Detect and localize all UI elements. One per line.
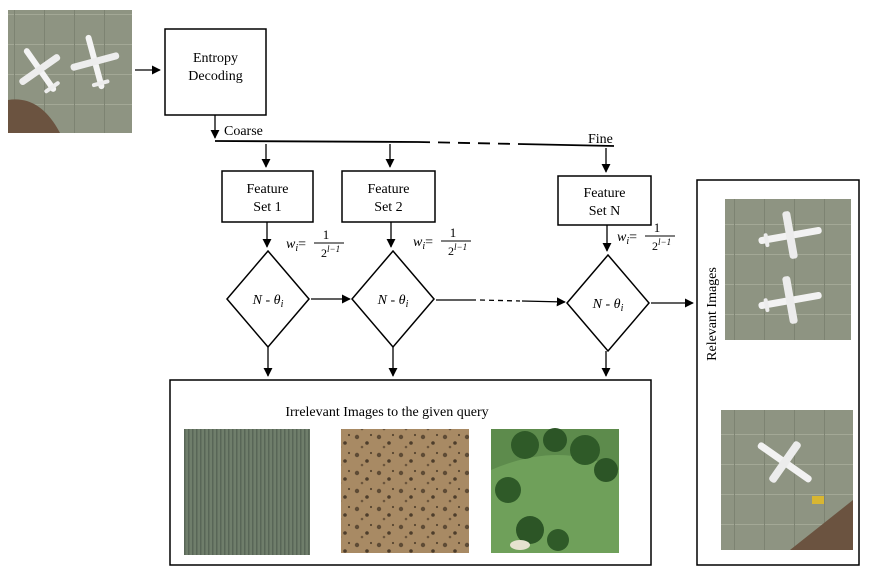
scale-bar-solid [214, 140, 419, 143]
crop-field-image [184, 429, 310, 555]
connector-dashed [479, 299, 521, 302]
feature-set-1-box: Feature Set 1 [221, 170, 314, 223]
feature-set-n-line2: Set N [589, 204, 621, 219]
weight-formula: wi= 1 2l−1 [413, 225, 471, 258]
irrelevant-title: Irrelevant Images to the given query [285, 405, 488, 420]
svg-text:1: 1 [654, 220, 661, 235]
svg-text:1: 1 [450, 225, 457, 240]
airport-image-1 [725, 199, 851, 340]
svg-text:N - θi: N - θi [252, 293, 284, 310]
entropy-decoding-box: Entropy Decoding [164, 28, 267, 116]
feature-set-1-line1: Feature [247, 182, 289, 197]
feature-set-1-line2: Set 1 [253, 200, 281, 215]
svg-text:2l−1: 2l−1 [652, 237, 671, 253]
svg-text:wi=: wi= [413, 235, 433, 252]
arrow [521, 297, 566, 307]
svg-text:N - θi: N - θi [377, 293, 409, 310]
airplane-icon [19, 48, 61, 94]
threshold-diamond-1: N - θi [226, 249, 310, 349]
feature-set-2-line2: Set 2 [374, 200, 402, 215]
irrelevant-images-panel: Irrelevant Images to the given query [169, 379, 652, 566]
desert-scrub-image [341, 429, 469, 553]
query-image [8, 10, 132, 133]
feature-set-2-box: Feature Set 2 [341, 170, 436, 223]
scale-bar-solid [517, 143, 615, 147]
decoder-line1: Entropy [193, 51, 238, 66]
threshold-diamond-n: N - θi [566, 253, 650, 353]
svg-text:2l−1: 2l−1 [448, 242, 467, 258]
feature-set-2-line1: Feature [368, 182, 410, 197]
feature-set-n-line1: Feature [584, 186, 626, 201]
svg-text:2l−1: 2l−1 [321, 244, 340, 260]
golf-course-image [491, 428, 619, 553]
decoder-line2: Decoding [188, 69, 242, 84]
svg-text:wi=: wi= [617, 230, 637, 247]
coarse-label: Coarse [224, 124, 263, 139]
feature-set-n-box: Feature Set N [557, 175, 652, 226]
threshold-diamond-2: N - θi [351, 249, 435, 349]
svg-text:N - θi: N - θi [592, 297, 624, 314]
airplane-icon [70, 34, 120, 90]
relevant-title: Relevant Images [705, 267, 720, 361]
scale-bar-dashed [417, 141, 519, 145]
fine-label: Fine [588, 132, 613, 147]
svg-text:1: 1 [323, 227, 330, 242]
svg-text:wi=: wi= [286, 237, 306, 254]
airport-image-2 [721, 410, 853, 550]
weight-formula: wi= 1 2l−1 [286, 227, 344, 260]
weight-formula: wi= 1 2l−1 [617, 220, 675, 253]
relevant-images-panel: Relevant Images [696, 179, 860, 566]
